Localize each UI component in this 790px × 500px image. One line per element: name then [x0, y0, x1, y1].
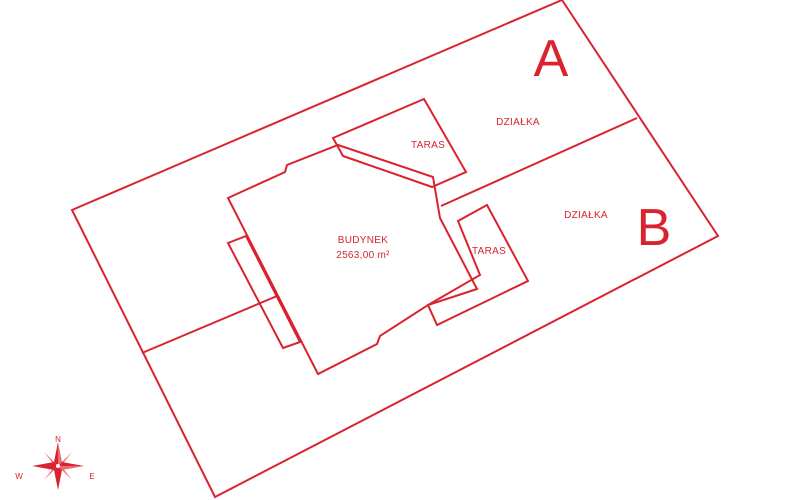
terrace-left	[226, 234, 302, 350]
plot-b-letter: B	[637, 199, 672, 257]
terrace-right-label: TARAS	[472, 246, 506, 257]
plot-boundary	[70, 0, 720, 499]
compass-west-label: W	[15, 472, 23, 481]
terrace-right	[426, 203, 530, 327]
building-area: 2563,00 m²	[336, 250, 390, 261]
compass-east-label: E	[89, 472, 94, 481]
plot-divider-right	[440, 117, 638, 207]
plot-divider-left	[141, 295, 278, 354]
building-label: BUDYNEK	[338, 235, 388, 246]
building-outline	[226, 143, 479, 376]
terrace-top	[331, 97, 468, 189]
plot-a-letter: A	[534, 30, 569, 88]
plot-a-label: DZIAŁKA	[496, 117, 540, 128]
compass-north-label: N	[55, 435, 61, 444]
terrace-top-label: TARAS	[411, 140, 445, 151]
plot-b-label: DZIAŁKA	[564, 210, 608, 221]
compass-rose-icon	[32, 442, 84, 490]
